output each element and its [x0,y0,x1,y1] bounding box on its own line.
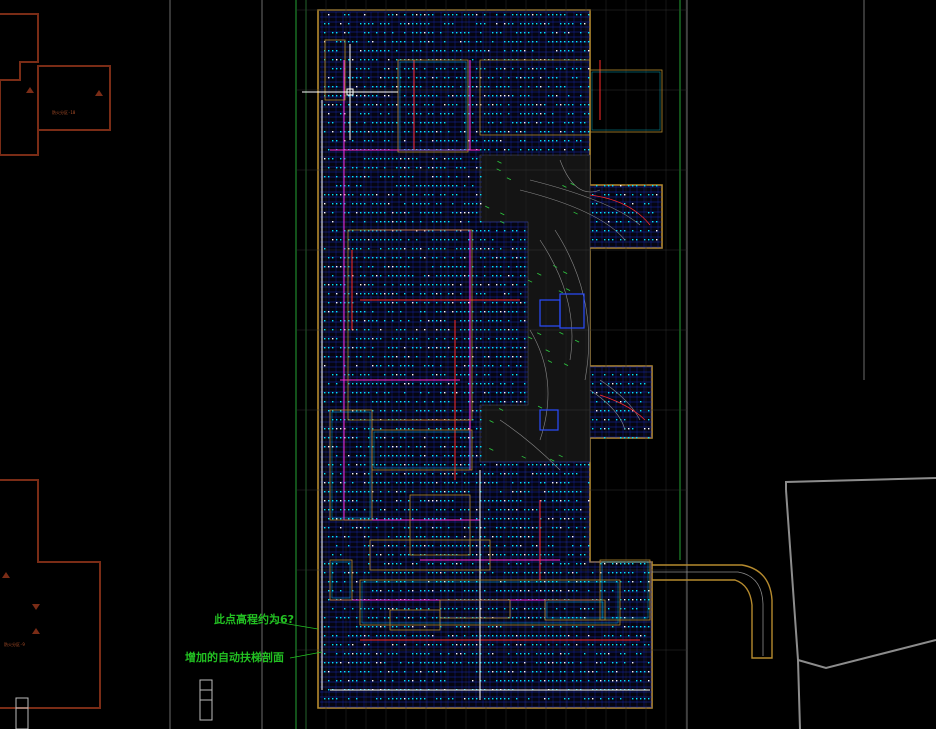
crosshair-cursor [302,44,398,140]
room-markers [2,87,103,634]
escalator-section-note: 增加的自动扶梯剖面 [185,651,284,664]
room-label-top-left: 防火分区-10 [52,110,76,115]
room-label-bottom-left: 防火分区-9 [4,642,25,647]
overlay-detail [539,293,585,431]
generated-detail [296,0,687,729]
escalator-symbols [15,679,213,729]
left-rooms [0,13,111,709]
right-site-outline [785,477,936,729]
annotation-leaders [269,620,323,659]
elevation-note: 此点高程约为6? [214,613,295,626]
ramp [652,564,773,659]
reference-lines [169,0,865,729]
